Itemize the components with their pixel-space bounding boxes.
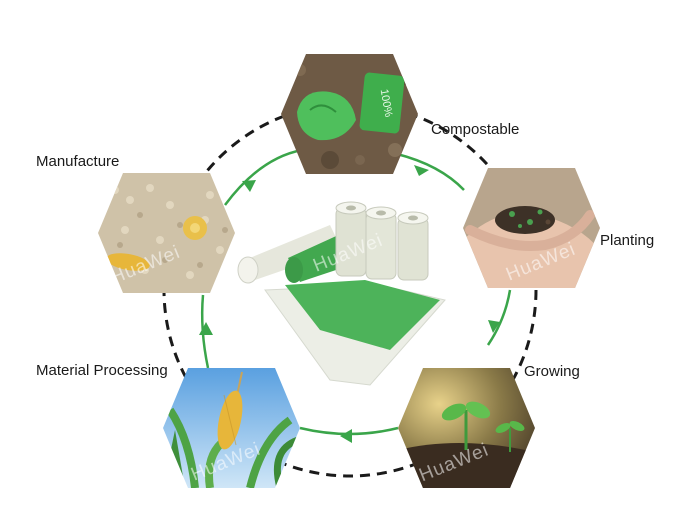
stage-label-material-processing: Material Processing xyxy=(36,362,168,379)
growing-hexagon-image: HuaWei xyxy=(398,368,535,488)
arrow-head-icon xyxy=(340,429,352,443)
arrow-head-icon xyxy=(488,320,500,333)
cycle-arrowheads xyxy=(199,165,500,443)
planting-hexagon-image: HuaWei xyxy=(463,168,600,288)
manufacture-hexagon-image: HuaWei xyxy=(98,173,235,293)
stage-label-growing: Growing xyxy=(524,363,580,380)
stage-label-compostable: Compostable xyxy=(431,121,520,138)
arrow-head-icon xyxy=(242,180,256,192)
bag-print-text: 100% xyxy=(378,88,395,118)
arrow-head-icon xyxy=(414,165,429,176)
material-processing-hexagon-image: HuaWei xyxy=(163,368,300,488)
product-rolls-image: HuaWei xyxy=(237,201,446,386)
stage-label-manufacture: Manufacture xyxy=(36,153,120,170)
compostable-hexagon-image: 100% xyxy=(281,54,418,174)
arrow-head-icon xyxy=(199,322,213,335)
stage-label-planting: Planting xyxy=(600,232,655,249)
